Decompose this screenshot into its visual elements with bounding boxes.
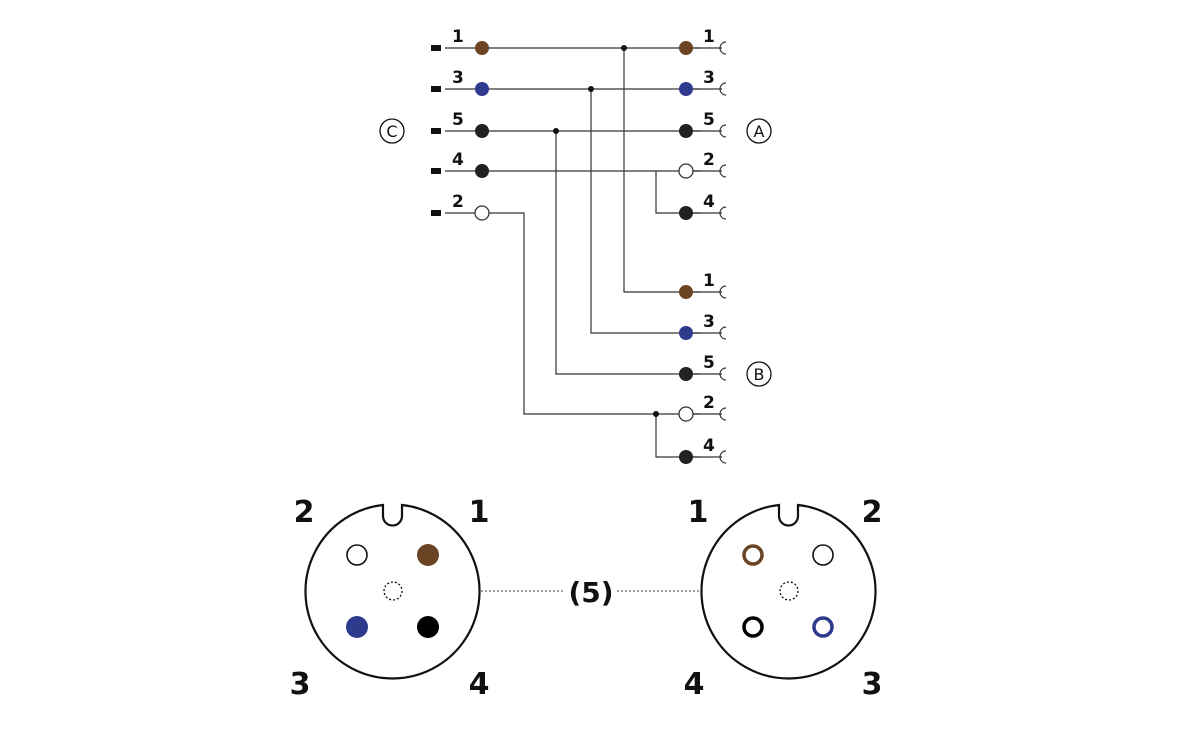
junction-dot <box>553 128 559 134</box>
right-face-label-1: 1 <box>688 495 709 530</box>
a-pin-dot <box>679 82 693 96</box>
center-pin-label: (5) <box>568 576 613 609</box>
c-pin-dot <box>475 41 489 55</box>
face-socket-brown <box>742 544 764 566</box>
b-pin-label: 1 <box>703 271 715 291</box>
right-face-label-2: 2 <box>862 495 883 530</box>
b-pin-label: 3 <box>703 312 715 332</box>
pin-stub <box>431 45 441 51</box>
pin-stub <box>431 128 441 134</box>
b-pin-label: 4 <box>703 436 715 456</box>
connector-c-pins: 1 3 5 4 2 <box>431 27 490 221</box>
c-pin-label: 5 <box>452 110 464 130</box>
connector-b-pins: 1 3 5 2 4 <box>678 271 727 464</box>
junction-dots <box>553 45 659 417</box>
face-socket-black <box>742 616 764 638</box>
b-pin-dot <box>679 285 693 299</box>
b-pin-label: 2 <box>703 393 715 413</box>
c-pin-dot <box>475 124 489 138</box>
c-pin-label: 3 <box>452 68 464 88</box>
pin-stub <box>431 168 441 174</box>
left-face-label-1: 1 <box>469 495 490 530</box>
wires <box>445 47 700 458</box>
right-connector-face: 1 2 4 3 <box>684 495 883 702</box>
connector-b-letter: B <box>754 365 765 384</box>
connector-c-letter: C <box>386 122 397 141</box>
connector-a-pins: 1 3 5 2 4 <box>678 27 727 220</box>
face-pin-black <box>417 616 439 638</box>
b-pin-dot <box>679 326 693 340</box>
connector-c-label: C <box>379 118 405 144</box>
right-face-label-3: 3 <box>862 667 883 702</box>
face-pin-blue <box>346 616 368 638</box>
junction-dot <box>588 86 594 92</box>
a-pin-dot <box>679 41 693 55</box>
b-pin-dot <box>679 450 693 464</box>
a-pin-dot <box>678 163 694 179</box>
junction-dot <box>653 411 659 417</box>
junction-dot <box>621 45 627 51</box>
c-pin-label: 4 <box>452 150 464 170</box>
a-pin-dot <box>679 124 693 138</box>
left-face-label-4: 4 <box>469 667 490 702</box>
face-pin-brown <box>417 544 439 566</box>
connector-b-label: B <box>746 361 772 387</box>
connector-a-label: A <box>746 118 772 144</box>
pin-stub <box>431 210 441 216</box>
c-pin-label: 1 <box>452 27 464 47</box>
a-pin-dot <box>679 206 693 220</box>
a-pin-label: 1 <box>703 27 715 47</box>
left-face-label-2: 2 <box>294 495 315 530</box>
b-pin-dot <box>679 367 693 381</box>
face-pin-center <box>383 581 403 601</box>
b-pin-label: 5 <box>703 353 715 373</box>
left-face-label-3: 3 <box>290 667 311 702</box>
a-pin-label: 4 <box>703 192 715 212</box>
left-connector-face: 2 1 3 4 <box>290 495 490 702</box>
a-pin-label: 2 <box>703 150 715 170</box>
c-pin-dot <box>474 205 490 221</box>
b-pin-dot <box>678 406 694 422</box>
c-pin-label: 2 <box>452 192 464 212</box>
pin-stub <box>431 86 441 92</box>
connector-a-letter: A <box>754 122 765 141</box>
a-pin-label: 3 <box>703 68 715 88</box>
a-pin-label: 5 <box>703 110 715 130</box>
face-pin-white <box>346 544 368 566</box>
face-socket-blue <box>812 616 834 638</box>
right-face-label-4: 4 <box>684 667 705 702</box>
face-socket-white <box>812 544 834 566</box>
c-pin-dot <box>475 164 489 178</box>
c-pin-dot <box>475 82 489 96</box>
face-socket-center <box>779 581 799 601</box>
